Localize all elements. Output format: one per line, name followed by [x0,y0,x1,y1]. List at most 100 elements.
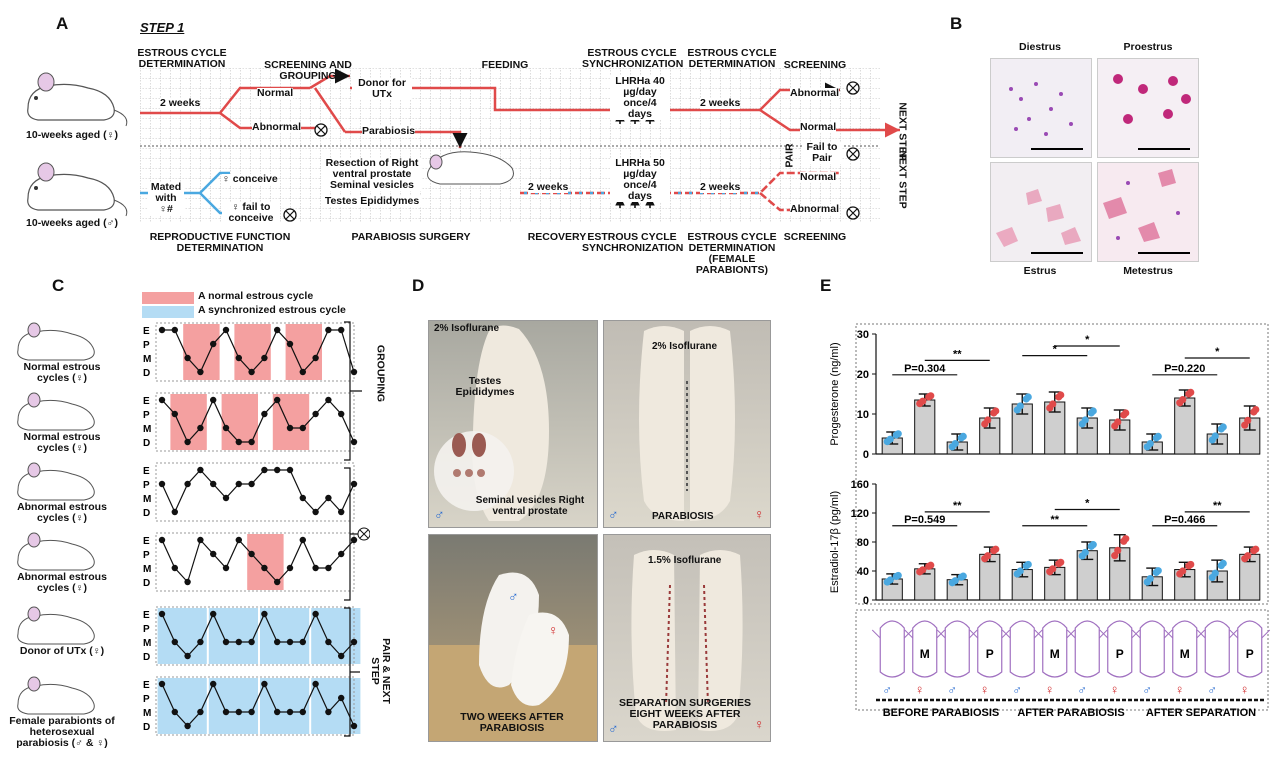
cycle-point [184,354,191,362]
data-point [1244,416,1252,424]
cycle-point [158,536,166,544]
significance-label: ** [953,500,962,512]
cycle-point [286,564,294,572]
cycle-point [248,480,255,488]
cycle-point [325,494,332,502]
cycle-point [184,652,191,660]
proestrus-histology-image [1097,58,1199,158]
data-point [886,435,894,443]
cycle-point [325,326,332,334]
sex-symbol: ♀ [1045,682,1055,697]
header-det-bottom: ESTROUS CYCLE DETERMINATION (FEMALE PARA… [687,231,777,277]
resection-label: Resection of Right ventral prostate Semi… [322,157,422,192]
sex-symbol: ♂ [882,682,892,697]
stage-letter: M [143,708,151,719]
cycle-point [286,424,294,432]
cycle-point [197,638,204,646]
cycle-point [274,326,281,334]
data-point [1114,546,1122,555]
significance-label: P=0.466 [1164,514,1205,526]
two-weeks-label-1: 2 weeks [160,97,201,110]
cycle-point [184,438,191,446]
header-screening-top: SCREENING [783,59,847,71]
rat-outline-icon [1131,620,1173,678]
data-point [1122,409,1130,417]
data-point [1024,393,1032,401]
parabiosis-letter: P [1116,647,1124,661]
header-feeding: FEEDING [481,59,529,71]
data-point [1244,552,1252,560]
data-point [1114,418,1122,426]
header-screening-bottom: SCREENING [783,231,847,243]
header-sync-bottom: ESTROUS CYCLE SYNCHRONIZATION [582,231,684,255]
stage-letter: M [143,354,151,365]
rat-icon [17,606,95,645]
cycle-point [210,480,217,488]
cycle-point [274,638,281,646]
stage-letter: P [143,410,150,421]
cycle-point [210,340,217,348]
data-point [1252,545,1260,553]
cycle-point [325,396,332,404]
cycle-point [197,368,204,376]
cycle-point [197,466,204,474]
data-point [1111,552,1119,560]
parabiosis-letter: M [1180,647,1190,661]
cycle-point [248,638,255,646]
highlight-band [157,608,207,664]
cycle-point [235,708,242,716]
data-point [919,566,927,574]
y-axis-label: Progesterone (ng/ml) [829,342,841,445]
data-point [1179,396,1187,404]
rat-icon [17,392,95,431]
cycle-point [158,396,166,404]
parabiosis-letter: M [1050,647,1060,661]
bar [914,399,936,455]
stage-letter: D [143,438,150,449]
cycle-point [248,438,255,446]
parabiosis-letter: P [986,647,994,661]
significance-label: * [1053,344,1058,356]
row-label: Abnormal estrous cycles (♀) [17,501,107,525]
cycle-point [312,610,319,618]
cycle-point [171,708,178,716]
data-point [1219,559,1227,567]
cycle-point [261,466,268,474]
sex-symbol: ♀ [1110,682,1120,697]
cycle-point [286,466,294,474]
y-tick-label: 30 [857,329,869,341]
data-point [1049,565,1057,573]
metestrus-histology-image [1097,162,1199,262]
cycle-point [338,652,345,660]
row-label: Abnormal estrous cycles (♀) [17,571,107,595]
photo-separation [603,534,771,742]
header-screening-grouping: SCREENING AND GROUPING [264,59,352,83]
rat-outline-icon [1066,620,1108,678]
cycle-point [184,578,191,586]
cycle-point [171,638,178,646]
photo4-iso: 1.5% Isoflurane [648,555,722,566]
photo1-testes: Testes Epididymes [455,375,515,399]
significance-label: P=0.549 [904,514,945,526]
data-point [1154,567,1162,575]
sex-symbol: ♀ [980,682,990,697]
cycle-point [299,536,306,544]
lhrha-top: LHRHa 40 µg/day once/4 days [610,75,670,121]
panel-label-b: B [950,14,963,33]
rat-outline-icon [904,620,946,678]
testes-label: Testes Epididymes [322,195,422,208]
cycle-point [312,508,319,516]
data-point [1016,402,1024,410]
stage-letter: D [143,652,150,663]
cycle-point [274,466,281,474]
stage-letter: E [143,610,150,621]
data-point [1219,423,1227,431]
next-step-label-2: NEXT STEP [896,150,909,209]
data-point [1089,541,1097,549]
cycle-point [235,480,242,488]
grouping-label: GROUPING [374,344,387,403]
significance-label: * [1085,334,1090,346]
cycle-point [235,354,242,362]
cycle-point [274,708,281,716]
